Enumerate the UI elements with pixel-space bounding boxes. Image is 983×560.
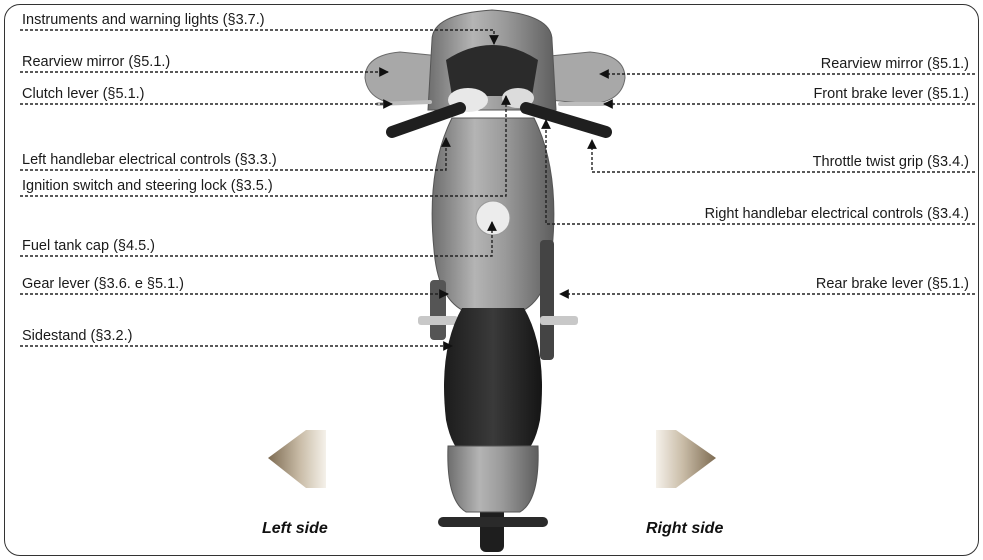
label-sidestand: Sidestand (§3.2.): [22, 328, 132, 344]
leader-instruments: [20, 30, 494, 44]
label-ignition: Ignition switch and steering lock (§3.5.…: [22, 178, 273, 194]
label-mirror-right: Rearview mirror (§5.1.): [821, 56, 969, 72]
fuel-cap-shape: [476, 201, 510, 235]
label-fuel-cap: Fuel tank cap (§4.5.): [22, 238, 155, 254]
label-gear-lever: Gear lever (§3.6. e §5.1.): [22, 276, 184, 292]
rear-footrest: [438, 517, 548, 527]
label-throttle: Throttle twist grip (§3.4.): [813, 154, 969, 170]
label-clutch: Clutch lever (§5.1.): [22, 86, 145, 102]
mirror-right-shape: [547, 52, 625, 104]
right-side-label: Right side: [646, 520, 723, 538]
label-mirror-left: Rearview mirror (§5.1.): [22, 54, 170, 70]
left-side-arrow: [268, 430, 326, 488]
label-front-brake: Front brake lever (§5.1.): [813, 86, 969, 102]
motorcycle-illustration: [365, 10, 625, 552]
label-left-controls: Left handlebar electrical controls (§3.3…: [22, 152, 277, 168]
tail-section: [448, 446, 538, 512]
label-rear-brake: Rear brake lever (§5.1.): [816, 276, 969, 292]
left-side-label: Left side: [262, 520, 328, 538]
seat: [444, 308, 542, 456]
label-right-controls: Right handlebar electrical controls (§3.…: [705, 206, 969, 222]
instrument-cluster: [446, 45, 538, 96]
right-side-arrow: [656, 430, 716, 488]
label-instruments: Instruments and warning lights (§3.7.): [22, 12, 265, 28]
